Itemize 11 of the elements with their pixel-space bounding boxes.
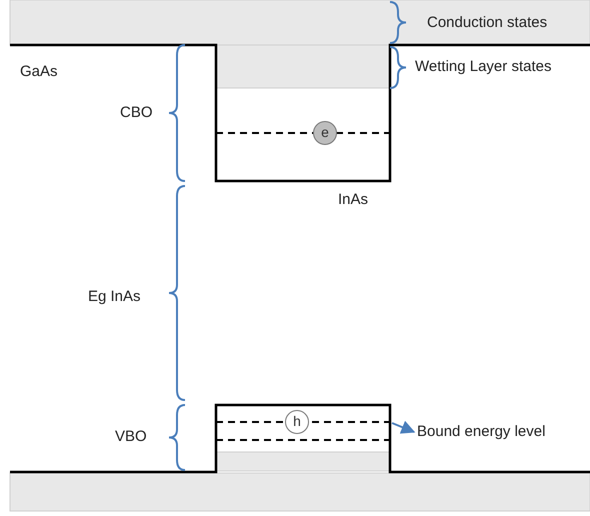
arrow (392, 420, 416, 434)
band-label: CBO (120, 104, 153, 122)
hole-circle: h (285, 410, 309, 434)
band-label: VBO (115, 428, 147, 446)
band-label: GaAs (20, 63, 58, 81)
electron-circle: e (313, 121, 337, 145)
band-label: Eg InAs (88, 288, 141, 306)
band-label: Conduction states (427, 14, 548, 32)
band-label: InAs (338, 191, 368, 209)
band-label: Wetting Layer states (415, 58, 552, 76)
energy-level-label: Bound energy level (417, 423, 546, 441)
